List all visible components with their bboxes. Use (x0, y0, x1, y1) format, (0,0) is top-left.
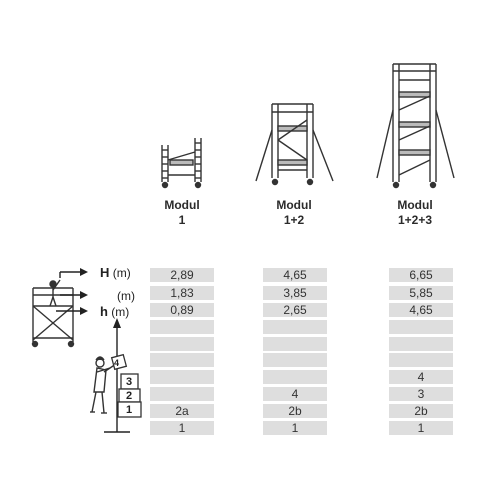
cell-r4-c0 (150, 337, 214, 351)
modul-1-2-number: 1+2 (283, 213, 305, 227)
cell-r5-c1 (263, 353, 327, 367)
cell-r3-c1 (263, 320, 327, 334)
cell-r9-c1: 1 (263, 421, 327, 435)
cell-r6-c1 (263, 370, 327, 384)
cell-r2-c2: 4,65 (389, 303, 453, 317)
row-label-H: H (m) (100, 265, 131, 281)
row-label-m: (m) (117, 289, 135, 303)
scaffold-modul-1-2-3-icon (376, 63, 455, 189)
cell-r0-c2: 6,65 (389, 268, 453, 282)
cell-r8-c2: 2b (389, 404, 453, 418)
cell-r3-c0 (150, 320, 214, 334)
box-label-2: 2 (126, 390, 133, 402)
row-label-m-unit: (m) (117, 289, 135, 303)
row-label-H-unit: (m) (112, 266, 131, 280)
box-label-4: 4 (114, 358, 120, 368)
cell-r7-c1: 4 (263, 387, 327, 401)
cell-r4-c1 (263, 337, 327, 351)
scaffold-modul-1-icon (161, 138, 202, 189)
worker-icon (90, 356, 117, 414)
cell-r5-c2 (389, 353, 453, 367)
row-label-h-symbol: h (100, 304, 108, 319)
modul-1-2-3-name: Modul (397, 198, 433, 212)
row-label-h-unit: (m) (111, 305, 130, 319)
cell-r6-c0 (150, 370, 214, 384)
cell-r0-c0: 2,89 (150, 268, 214, 282)
cell-r4-c2 (389, 337, 453, 351)
modul-1-title: Modul 1 (142, 198, 222, 228)
modul-1-2-3-title: Modul 1+2+3 (375, 198, 455, 228)
box-label-3: 3 (126, 376, 133, 388)
legend-scaffold-icon (31, 279, 75, 348)
cell-r1-c0: 1,83 (150, 286, 214, 300)
cell-r5-c0 (150, 353, 214, 367)
cell-r7-c0 (150, 387, 214, 401)
module-boxes-icon (110, 353, 142, 418)
modul-1-name: Modul (164, 198, 200, 212)
cell-r3-c2 (389, 320, 453, 334)
row-label-h: h (m) (100, 304, 130, 320)
cell-r6-c2: 4 (389, 370, 453, 384)
cell-r1-c2: 5,85 (389, 286, 453, 300)
cell-r9-c0: 1 (150, 421, 214, 435)
modul-1-number: 1 (178, 213, 186, 227)
cell-r2-c1: 2,65 (263, 303, 327, 317)
scaffold-modul-1-2-icon (255, 103, 334, 186)
row-label-H-symbol: H (100, 265, 110, 280)
cell-r0-c1: 4,65 (263, 268, 327, 282)
modul-1-2-3-number: 1+2+3 (397, 213, 433, 227)
cell-r2-c0: 0,89 (150, 303, 214, 317)
box-label-1: 1 (126, 404, 133, 416)
modul-1-2-title: Modul 1+2 (254, 198, 334, 228)
cell-r7-c2: 3 (389, 387, 453, 401)
cell-r9-c2: 1 (389, 421, 453, 435)
modul-1-2-name: Modul (276, 198, 312, 212)
up-arrow-icon (104, 318, 130, 433)
cell-r8-c1: 2b (263, 404, 327, 418)
height-arrows (56, 268, 88, 315)
cell-r1-c1: 3,85 (263, 286, 327, 300)
cell-r8-c0: 2a (150, 404, 214, 418)
